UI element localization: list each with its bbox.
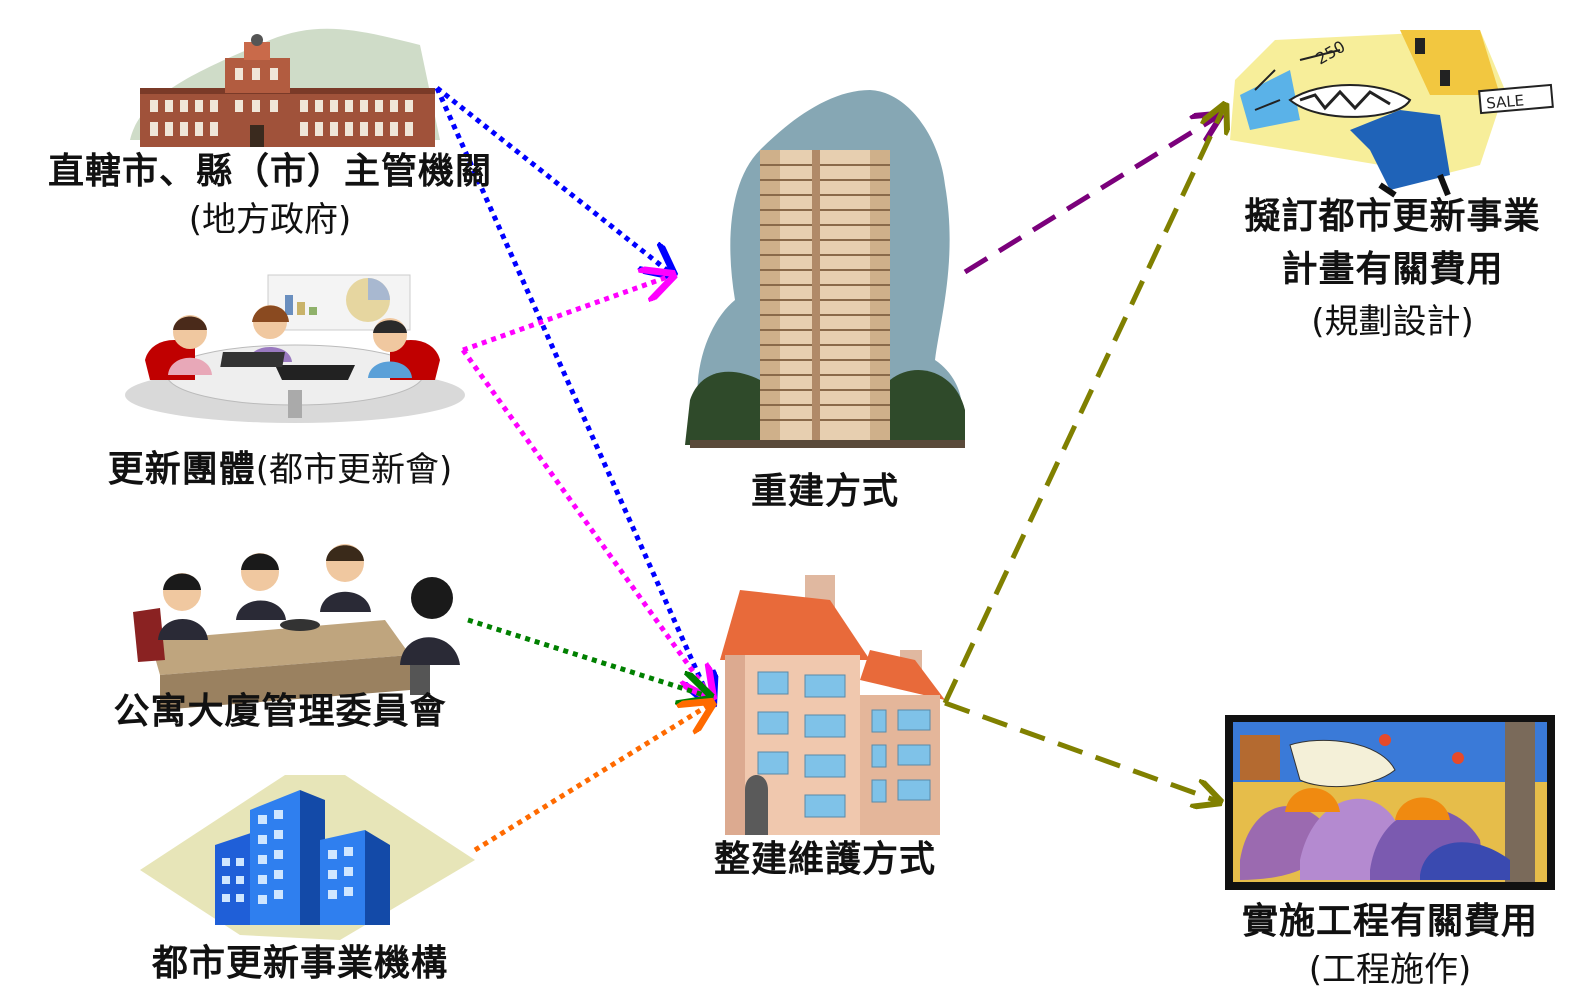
high-rise-tower-icon [685,90,965,448]
arrow-renovate-to-plan [942,105,1225,705]
build-label: 實施工程有關費用 [1241,901,1538,942]
agency-label: 都市更新事業機構 [151,943,448,984]
planning-blueprint-icon: 250 SALE [1230,30,1554,198]
arrow-agency-to-renovate [473,703,712,853]
renovate-label: 整建維護方式 [713,839,936,880]
arrow-rebuild-to-plan [963,115,1220,275]
rebuild-label: 重建方式 [750,471,899,512]
arrow-gov-to-rebuild [435,86,673,275]
gov-sublabel: (地方政府) [188,200,352,240]
arrows-to-costs [942,105,1225,802]
arrow-renovate-to-build [944,700,1220,802]
business-meeting-icon [133,544,460,710]
arrow-committee-to-renovate [467,617,710,697]
sale-sign-text: SALE [1486,91,1525,112]
sale-sign: SALE [1478,83,1554,115]
apartment-house-icon [720,575,945,835]
office-buildings-icon [140,775,475,940]
group-label-paren: (都市更新會) [255,450,453,490]
build-sublabel: (工程施作) [1308,950,1472,990]
construction-workers-icon [1225,715,1555,890]
plan-sublabel: (規劃設計) [1311,302,1474,342]
meeting-table-icon [125,274,465,423]
plan-label-line2: 計畫有關費用 [1281,249,1504,290]
arrow-group-to-renovate [460,348,712,698]
city-hall-icon [130,28,440,147]
arrow-gov-to-renovate [434,86,712,705]
arrows-to-methods [434,86,712,853]
group-label: 更新團體(都市更新會) [40,448,520,491]
group-label-main: 更新團體 [107,449,256,490]
plan-label-line1: 擬訂都市更新事業 [1244,196,1541,237]
arrow-group-to-rebuild [462,275,673,353]
gov-label: 直轄市、縣（市）主管機關 [47,151,492,192]
committee-label: 公寓大廈管理委員會 [113,691,447,732]
